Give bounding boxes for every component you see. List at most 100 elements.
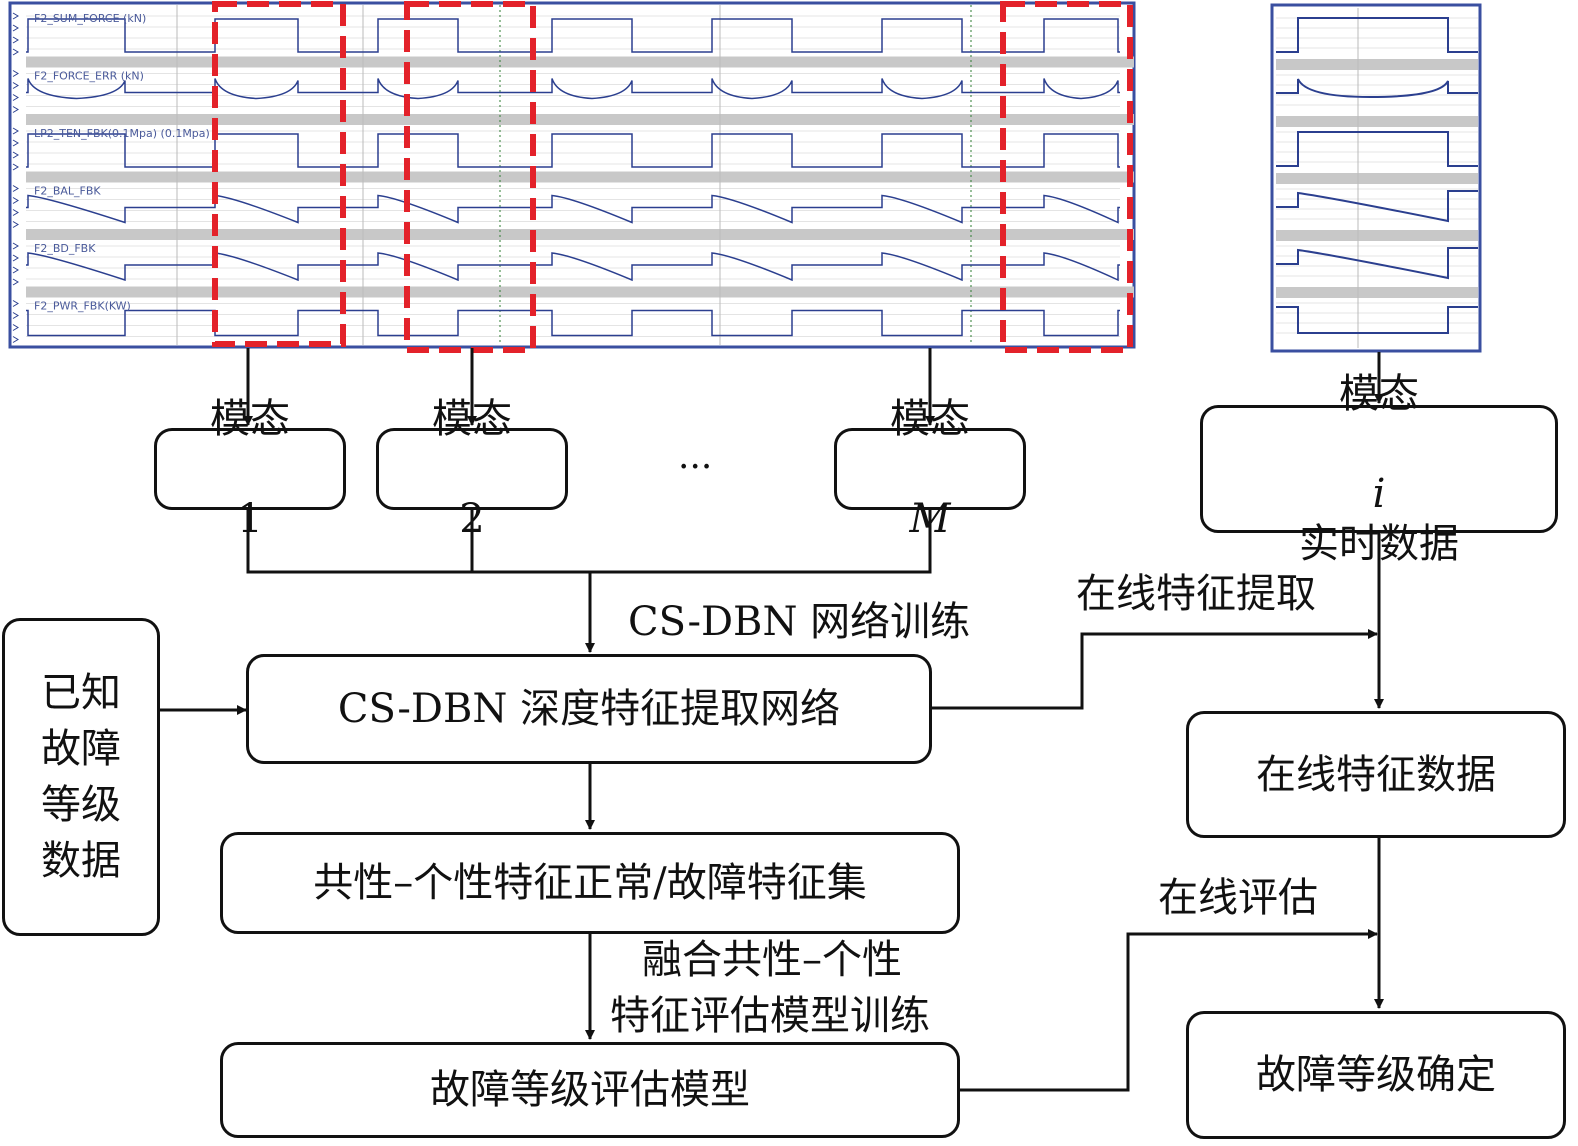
big-left-tick (12, 197, 19, 204)
realtime-mode-label: 模态 (1339, 371, 1419, 417)
big-trace-1 (26, 18, 1120, 53)
big-left-tick (12, 221, 19, 228)
big-left-tick (12, 82, 19, 89)
big-panel-traces (26, 18, 1120, 337)
big-left-tick (12, 94, 19, 101)
online-feature-extraction-label: 在线特征提取 (1076, 571, 1316, 617)
small-band-2 (1276, 116, 1478, 127)
big-left-tick (12, 185, 19, 192)
mode-highlight-box-3 (1000, 1, 1133, 353)
online-feature-data-text: 在线特征数据 (1256, 751, 1496, 798)
known-fault-data-box: 已知 故障 等级 数据 (2, 618, 160, 936)
arrow-online-evaluation (958, 929, 1378, 1092)
big-left-tick (12, 254, 19, 262)
known-fault-line-1: 已知 (41, 670, 121, 716)
signal-name-3: LP2_TEN_FBK(0.1Mpa) (0.1Mpa) (34, 127, 210, 140)
small-trace-5 (1276, 247, 1478, 280)
big-band-5 (26, 286, 1134, 298)
mode-1-label: 模态 (210, 396, 290, 442)
eval-model-box: 故障等级评估模型 (220, 1042, 960, 1138)
known-fault-line-3: 等级 (41, 782, 121, 828)
small-trace-1 (1276, 17, 1478, 53)
feature-set-box: 共性–个性特征正常/故障特征集 (220, 832, 960, 934)
small-trace-2 (1276, 78, 1478, 99)
big-left-tick (12, 242, 19, 250)
small-trace-3 (1276, 131, 1478, 167)
big-left-tick (12, 12, 19, 20)
big-left-tick (12, 151, 19, 159)
fault-level-result-text: 故障等级确定 (1256, 1052, 1496, 1098)
mode-highlight-boxes (212, 1, 1133, 353)
historical-signal-panel: F2_SUM_FORCE (kN) F2_FORCE_ERR (kN) LP2_TE… (8, 1, 1136, 353)
cs-dbn-network-text: CS-DBN 深度特征提取网络 (337, 686, 841, 732)
mode-highlight-box-2 (404, 1, 536, 353)
big-panel-signal-names: F2_SUM_FORCE (kN) F2_FORCE_ERR (kN) LP2_TE… (34, 12, 210, 313)
big-left-tick (12, 324, 19, 331)
realtime-data-box: 模态 i 实时数据 (1200, 371, 1558, 567)
big-left-tick (12, 139, 19, 147)
big-panel-bands (26, 56, 1134, 298)
big-left-tick (12, 48, 19, 56)
big-left-tick (12, 300, 19, 307)
mode-ellipsis: ··· (678, 447, 713, 488)
arrow-online-extraction (932, 629, 1378, 710)
big-left-tick (12, 278, 19, 286)
online-evaluation-label: 在线评估 (1158, 875, 1318, 921)
mode-m-index: M (909, 496, 951, 542)
known-fault-line-4: 数据 (41, 838, 121, 884)
signal-name-1: F2_SUM_FORCE (kN) (34, 12, 146, 25)
mode-merge-line (246, 510, 932, 574)
small-band-4 (1276, 230, 1478, 241)
signal-name-6: F2_PWR_FBK(KW) (34, 300, 131, 313)
big-left-tick (12, 266, 19, 274)
model-training-label-line-2: 特征评估模型训练 (610, 993, 930, 1039)
big-left-tick (12, 36, 19, 44)
small-trace-4 (1276, 190, 1478, 223)
signal-name-4: F2_BAL_FBK (34, 185, 101, 198)
big-left-tick (12, 312, 19, 319)
small-band-1 (1276, 59, 1478, 70)
big-left-tick (12, 106, 19, 113)
big-left-tick (12, 70, 19, 77)
small-band-5 (1276, 287, 1478, 298)
panel-to-mode-connectors (160, 348, 1384, 1092)
mode-2-box: 模态 2 (376, 396, 568, 542)
mode-2-label: 模态 (432, 396, 512, 442)
big-band-1 (26, 56, 1134, 68)
big-trace-6 (26, 309, 1120, 337)
big-left-tick (12, 209, 19, 216)
small-panel-traces (1276, 17, 1478, 334)
small-panel-bands (1276, 59, 1478, 298)
mode-1-index: 1 (237, 496, 263, 542)
big-band-3 (26, 171, 1134, 183)
model-training-label-line-1: 融合共性–个性 (642, 937, 902, 983)
big-band-2 (26, 114, 1134, 125)
big-left-tick (12, 163, 19, 171)
known-fault-line-2: 故障 (41, 726, 121, 772)
mode-m-label: 模态 (890, 396, 970, 442)
big-band-4 (26, 229, 1134, 240)
big-left-tick (12, 24, 19, 32)
big-left-tick (12, 336, 19, 343)
signal-name-5: F2_BD_FBK (34, 242, 96, 255)
big-trace-3 (26, 133, 1120, 168)
mode-m-box: 模态 M (834, 396, 1026, 542)
eval-model-text: 故障等级评估模型 (430, 1067, 750, 1113)
signal-name-2: F2_FORCE_ERR (kN) (34, 70, 144, 83)
small-band-3 (1276, 173, 1478, 184)
realtime-signal-panel (1270, 3, 1482, 353)
realtime-mode-index: i (1372, 471, 1386, 517)
small-trace-6 (1276, 306, 1478, 334)
realtime-data-text: 实时数据 (1299, 521, 1459, 567)
fault-level-result-box: 故障等级确定 (1186, 1011, 1566, 1139)
mode-2-index: 2 (459, 496, 485, 542)
network-training-label: CS-DBN 网络训练 (628, 599, 971, 645)
cs-dbn-network-box: CS-DBN 深度特征提取网络 (246, 654, 932, 764)
mode-highlight-box-1 (212, 1, 346, 347)
feature-set-text: 共性–个性特征正常/故障特征集 (313, 860, 867, 906)
mode-1-box: 模态 1 (154, 396, 346, 542)
big-trace-2 (26, 78, 1120, 100)
big-left-tick (12, 127, 19, 135)
online-feature-data-box: 在线特征数据 (1186, 711, 1566, 838)
